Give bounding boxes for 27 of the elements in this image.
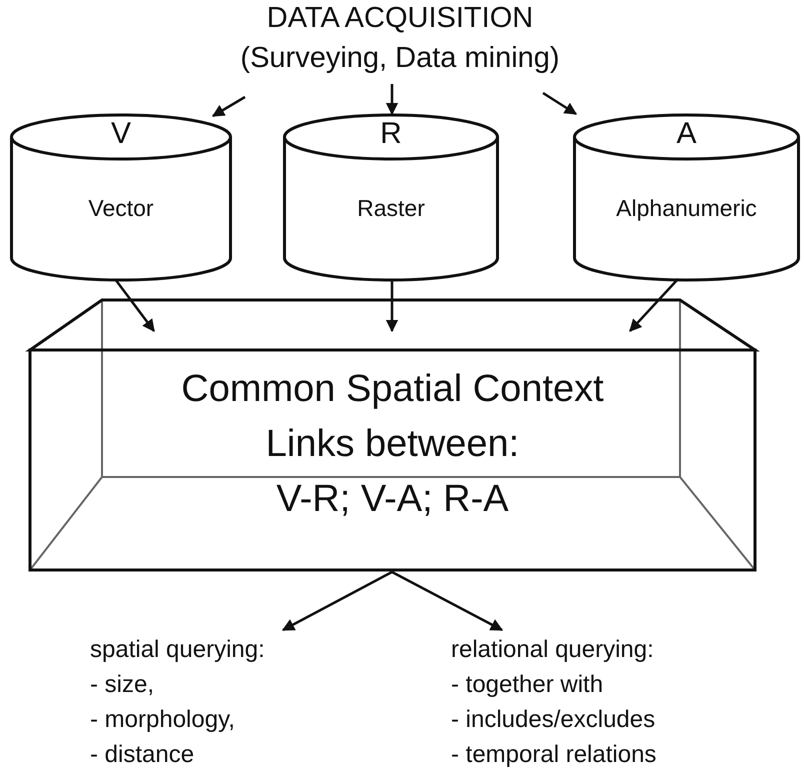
box-heading: Common Spatial Context [180,368,605,411]
list-item: - morphology, [90,705,236,735]
list-item: - size, [90,670,156,700]
arrow [282,570,393,632]
arrow [386,84,398,116]
arrow [114,278,155,332]
database-letter: R [379,117,403,151]
database-label: Raster [356,195,426,222]
list-item: - distance [90,740,196,770]
list-item: - temporal relations [451,740,658,770]
database-label: Vector [87,195,155,222]
list-item: - includes/excludes [451,705,656,735]
box-text: Links between: [264,423,520,466]
list-item: - together with [451,670,604,700]
box-text: V-R; V-A; R-A [275,478,510,521]
arrow [542,92,578,116]
database-label: Alphanumeric [615,195,758,222]
list-heading: relational querying: [451,635,655,665]
list-heading: spatial querying: [90,635,266,665]
arrow [386,279,398,332]
heading: DATA ACQUISITION [266,2,534,35]
arrow [391,570,504,632]
database-letter: V [110,117,132,151]
database-letter: A [675,117,698,151]
arrow [212,96,246,118]
subheading: (Surveying, Data mining) [239,42,561,75]
arrow [629,278,679,332]
